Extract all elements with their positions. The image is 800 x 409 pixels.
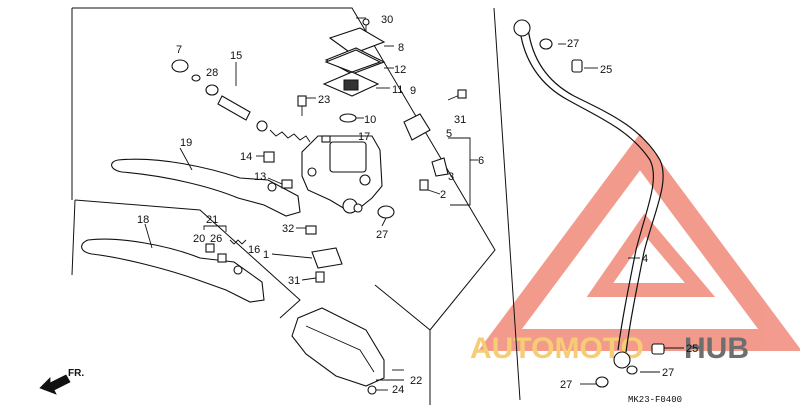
front-direction-indicator: FR. [39, 368, 84, 395]
part-label-27-top: 27 [567, 38, 579, 50]
part-label-31: 31 [288, 275, 300, 287]
master-cylinder-body [301, 135, 383, 214]
part-label-1: 1 [263, 249, 269, 261]
part-label-9: 9 [410, 85, 416, 97]
part-label-25-bottom: 25 [686, 343, 698, 355]
reservoir-cap-stack [322, 18, 386, 97]
part-label-3: 3 [448, 171, 454, 183]
part-label-19: 19 [180, 137, 192, 149]
brake-lever-19 [111, 147, 301, 217]
part-label-5: 5 [446, 128, 452, 140]
part-label-26: 26 [210, 233, 222, 245]
part-label-4: 4 [642, 253, 648, 265]
part-label-17: 17 [358, 131, 370, 143]
part-label-6: 6 [478, 155, 484, 167]
front-direction-label: FR. [68, 368, 84, 379]
part-label-10: 10 [364, 114, 376, 126]
part-label-12: 12 [394, 64, 406, 76]
part-label-32: 32 [282, 223, 294, 235]
part-label-27-mid: 27 [662, 367, 674, 379]
watermark-triangle-outer [478, 133, 800, 351]
part-label-23: 23 [318, 94, 330, 106]
pin-parts [205, 239, 247, 263]
part-label-7: 7 [176, 44, 182, 56]
part-label-21: 20 [193, 233, 205, 245]
part-label-27-left: 27 [376, 229, 388, 241]
part-label-8: 8 [398, 42, 404, 54]
cover-20 [291, 307, 385, 395]
part-label-25-top: 25 [600, 64, 612, 76]
watermark-text-hub: HUB [684, 332, 749, 365]
part-label-24: 24 [392, 384, 404, 396]
part-labels: 30 8 12 11 9 10 17 31 5 6 3 2 7 15 28 23… [137, 14, 698, 396]
part-label-16: 16 [248, 244, 260, 256]
piston-parts [171, 59, 357, 189]
part-label-11: 11 [392, 84, 403, 96]
front-arrow-icon [39, 374, 71, 395]
leader-lines [235, 17, 684, 391]
part-label-15: 15 [230, 50, 242, 62]
part-label-28: 28 [206, 67, 218, 79]
brake-hose-4 [377, 19, 665, 388]
part-label-14: 14 [240, 151, 252, 163]
part-label-18: 18 [137, 214, 149, 226]
switch-parts [305, 225, 343, 283]
part-label-30: 30 [381, 14, 393, 26]
watermark-triangle-inner [586, 213, 716, 297]
part-label-13: 13 [254, 171, 266, 183]
part-label-29: 31 [454, 114, 466, 126]
part-label-22: 21 [206, 214, 218, 226]
watermark: AUTOMOTO HUB [470, 133, 800, 365]
figure-code: MK23-F0400 [628, 395, 682, 405]
part-label-20: 22 [410, 375, 422, 387]
part-label-2: 2 [440, 189, 446, 201]
bracket-parts [403, 89, 467, 191]
brake-lever-18 [81, 223, 265, 303]
part-label-27-bottom: 27 [560, 379, 572, 391]
